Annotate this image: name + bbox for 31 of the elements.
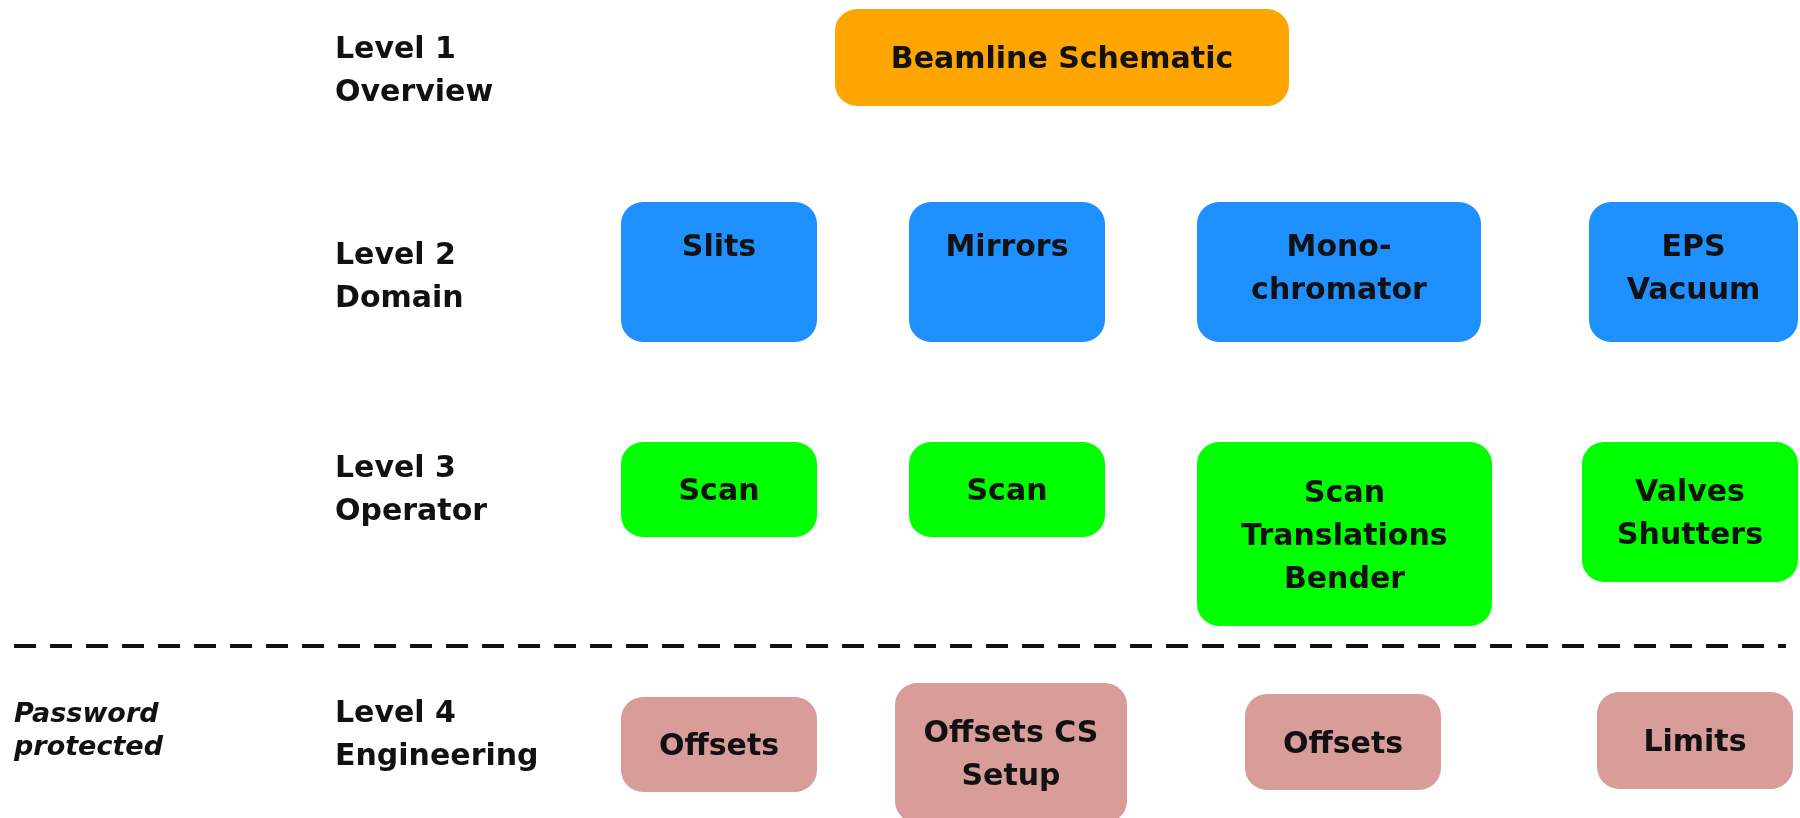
screen-box: [1197, 442, 1492, 626]
level-label: Level 4 Engineering: [335, 693, 540, 774]
level-label: Level 2 Domain: [335, 235, 465, 316]
box-label: Valves Shutters: [1616, 472, 1764, 553]
screen-box: [621, 697, 817, 792]
note-text: Password protected: [14, 696, 165, 762]
box-label: Limits: [1643, 722, 1747, 760]
screen-box: [1589, 202, 1798, 342]
box-label: Offsets CS Setup: [922, 713, 1100, 794]
screen-box: [621, 442, 817, 537]
box-label: Scan: [966, 471, 1048, 509]
box-label: EPS Vacuum: [1625, 227, 1762, 308]
screen-box: [1582, 442, 1798, 582]
screen-box: [909, 442, 1105, 537]
level-label: Level 1 Overview: [335, 29, 495, 110]
box-label: Beamline Schematic: [890, 39, 1234, 77]
box-label: Mono- chromator: [1250, 227, 1428, 308]
level-label: Level 3 Operator: [335, 448, 489, 529]
screen-box: [1597, 692, 1793, 789]
screen-box: [1245, 694, 1441, 790]
screen-box: [835, 9, 1289, 106]
box-label: Slits: [681, 227, 757, 265]
screen-box: [621, 202, 817, 342]
box-label: Scan Translations Bender: [1240, 472, 1449, 597]
box-label: Scan: [678, 471, 760, 509]
box-label: Mirrors: [945, 227, 1069, 265]
box-label: Offsets: [1282, 723, 1404, 762]
box-label: Offsets: [658, 726, 780, 764]
screen-box: [895, 683, 1127, 818]
screen-box: [1197, 202, 1481, 342]
screen-box: [909, 202, 1105, 342]
